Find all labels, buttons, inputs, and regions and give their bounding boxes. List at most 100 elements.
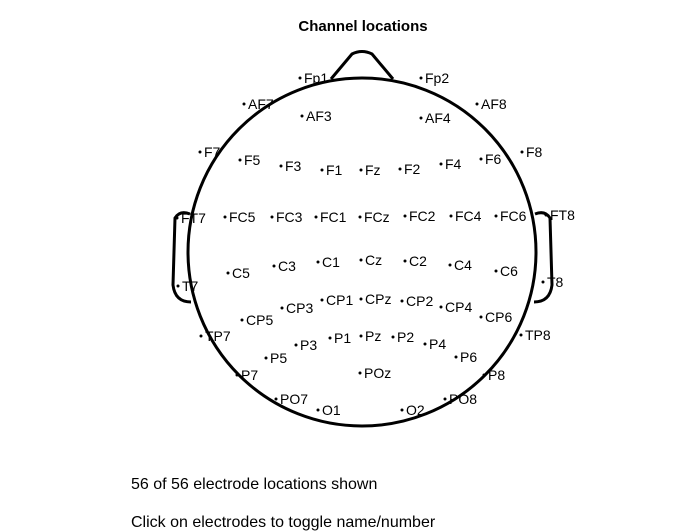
electrode-marker[interactable] [199, 334, 203, 338]
electrode-marker[interactable] [198, 150, 202, 154]
electrode-label[interactable]: POz [364, 365, 391, 381]
electrode-poz[interactable]: POz [358, 365, 392, 381]
electrode-p6[interactable]: P6 [454, 349, 478, 365]
electrode-label[interactable]: P1 [334, 330, 351, 346]
electrode-marker[interactable] [359, 297, 363, 301]
electrode-marker[interactable] [519, 333, 523, 337]
electrode-marker[interactable] [272, 264, 276, 268]
electrode-label[interactable]: Cz [365, 252, 382, 268]
electrode-fp2[interactable]: Fp2 [419, 70, 450, 86]
electrode-fc4[interactable]: FC4 [449, 208, 482, 224]
electrode-af4[interactable]: AF4 [419, 110, 451, 126]
electrode-c3[interactable]: C3 [272, 258, 297, 274]
electrode-f4[interactable]: F4 [439, 156, 462, 172]
electrode-marker[interactable] [520, 150, 524, 154]
electrode-label[interactable]: CP2 [406, 293, 433, 309]
electrode-label[interactable]: Pz [365, 328, 381, 344]
electrode-cp3[interactable]: CP3 [280, 300, 314, 316]
electrode-marker[interactable] [479, 315, 483, 319]
electrode-cz[interactable]: Cz [359, 252, 383, 268]
electrode-cp1[interactable]: CP1 [320, 292, 354, 308]
electrode-marker[interactable] [320, 168, 324, 172]
electrode-marker[interactable] [242, 102, 246, 106]
electrode-tp8[interactable]: TP8 [519, 327, 551, 343]
electrode-marker[interactable] [328, 336, 332, 340]
electrode-label[interactable]: TP7 [205, 328, 231, 344]
electrode-marker[interactable] [454, 355, 458, 359]
electrode-label[interactable]: P8 [488, 367, 505, 383]
electrode-marker[interactable] [298, 76, 302, 80]
electrode-label[interactable]: FC5 [229, 209, 256, 225]
electrode-marker[interactable] [403, 214, 407, 218]
electrode-p8[interactable]: P8 [482, 367, 506, 383]
electrode-tp7[interactable]: TP7 [199, 328, 231, 344]
electrode-label[interactable]: CP5 [246, 312, 273, 328]
electrode-marker[interactable] [544, 213, 548, 217]
electrode-marker[interactable] [482, 373, 486, 377]
electrode-label[interactable]: F7 [204, 144, 221, 160]
electrode-p1[interactable]: P1 [328, 330, 352, 346]
electrode-marker[interactable] [235, 373, 239, 377]
electrode-label[interactable]: P3 [300, 337, 317, 353]
electrode-f2[interactable]: F2 [398, 161, 421, 177]
electrode-label[interactable]: F5 [244, 152, 261, 168]
electrode-marker[interactable] [238, 158, 242, 162]
electrode-marker[interactable] [400, 408, 404, 412]
electrode-label[interactable]: C5 [232, 265, 250, 281]
electrode-label[interactable]: PO8 [449, 391, 477, 407]
electrode-label[interactable]: CP6 [485, 309, 512, 325]
electrode-c2[interactable]: C2 [403, 253, 428, 269]
electrode-label[interactable]: FCz [364, 209, 390, 225]
electrode-marker[interactable] [240, 318, 244, 322]
electrode-fp1[interactable]: Fp1 [298, 70, 329, 86]
electrode-p5[interactable]: P5 [264, 350, 288, 366]
electrode-marker[interactable] [400, 299, 404, 303]
electrode-t8[interactable]: T8 [541, 274, 564, 290]
electrode-marker[interactable] [359, 168, 363, 172]
electrode-po8[interactable]: PO8 [443, 391, 478, 407]
electrode-label[interactable]: T7 [182, 278, 199, 294]
electrode-f1[interactable]: F1 [320, 162, 343, 178]
electrode-ft8[interactable]: FT8 [544, 207, 576, 223]
electrode-marker[interactable] [359, 258, 363, 262]
electrode-label[interactable]: Fz [365, 162, 381, 178]
electrode-af8[interactable]: AF8 [475, 96, 507, 112]
electrode-o2[interactable]: O2 [400, 402, 425, 418]
electrode-f6[interactable]: F6 [479, 151, 502, 167]
electrode-label[interactable]: AF8 [481, 96, 507, 112]
electrode-label[interactable]: CP3 [286, 300, 313, 316]
electrode-fc6[interactable]: FC6 [494, 208, 527, 224]
electrode-label[interactable]: C4 [454, 257, 472, 273]
electrode-p3[interactable]: P3 [294, 337, 318, 353]
electrode-label[interactable]: P7 [241, 367, 258, 383]
electrode-cp4[interactable]: CP4 [439, 299, 473, 315]
electrode-c6[interactable]: C6 [494, 263, 519, 279]
electrode-label[interactable]: F2 [404, 161, 421, 177]
electrode-label[interactable]: FC3 [276, 209, 303, 225]
electrode-label[interactable]: AF4 [425, 110, 451, 126]
electrode-label[interactable]: P5 [270, 350, 287, 366]
electrode-marker[interactable] [443, 397, 447, 401]
electrode-marker[interactable] [280, 306, 284, 310]
electrode-fz[interactable]: Fz [359, 162, 381, 178]
electrode-label[interactable]: CPz [365, 291, 391, 307]
electrode-marker[interactable] [279, 164, 283, 168]
electrode-label[interactable]: T8 [547, 274, 564, 290]
electrode-marker[interactable] [175, 216, 179, 220]
electrode-marker[interactable] [320, 298, 324, 302]
electrode-label[interactable]: O2 [406, 402, 425, 418]
electrode-marker[interactable] [439, 162, 443, 166]
electrode-label[interactable]: F4 [445, 156, 462, 172]
electrode-cp5[interactable]: CP5 [240, 312, 274, 328]
electrode-marker[interactable] [314, 215, 318, 219]
electrode-label[interactable]: FC4 [455, 208, 482, 224]
electrode-label[interactable]: P6 [460, 349, 477, 365]
electrode-label[interactable]: FT7 [181, 210, 206, 226]
electrode-pz[interactable]: Pz [359, 328, 382, 344]
electrode-marker[interactable] [494, 269, 498, 273]
electrode-marker[interactable] [403, 259, 407, 263]
electrode-label[interactable]: C3 [278, 258, 296, 274]
electrode-label[interactable]: FT8 [550, 207, 575, 223]
electrode-marker[interactable] [479, 157, 483, 161]
electrode-marker[interactable] [358, 215, 362, 219]
